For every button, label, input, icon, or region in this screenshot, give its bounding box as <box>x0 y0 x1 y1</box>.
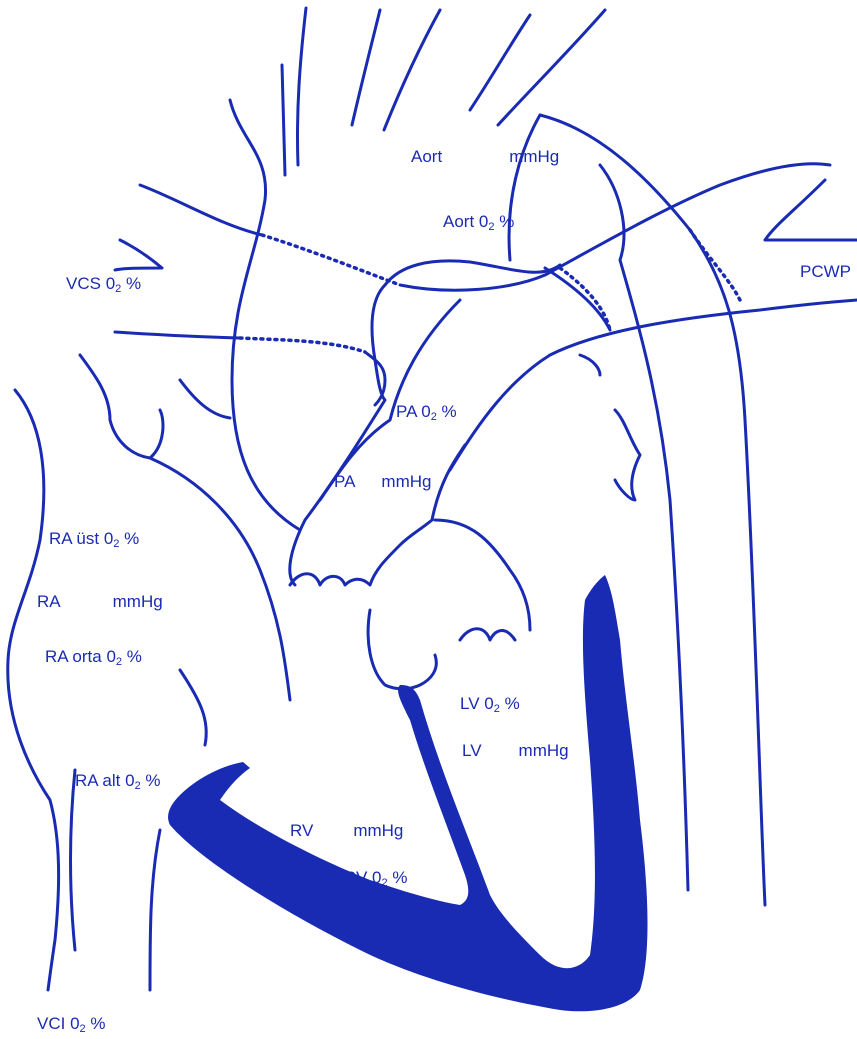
brachiocephalic-artery-outer <box>297 8 306 165</box>
aortic-arch-outer <box>540 115 765 905</box>
descending-aorta-dotted-line <box>545 268 610 330</box>
pulmonary-valve-cusps <box>290 520 432 585</box>
aortic-arch-mid <box>509 115 540 260</box>
ra-inner-wall <box>180 380 230 418</box>
pcwp-wedge <box>765 180 857 240</box>
brachiocephalic-artery <box>282 65 285 175</box>
mitral-cusp <box>460 629 515 640</box>
pa-top-arc <box>385 261 560 285</box>
vcs-line <box>115 332 240 338</box>
ra-alt-saturation-label: RA alt 02 % <box>75 772 161 792</box>
rv-outflow-left <box>368 610 436 689</box>
pulmonary-vein-small <box>115 240 162 270</box>
rv-outflow-right <box>435 520 530 630</box>
ra-ust-saturation-label: RA üst 02 % <box>49 530 139 550</box>
ra-septum <box>150 458 290 700</box>
pulmonary-vein-left <box>140 185 262 235</box>
pcwp-label: PCWP <box>800 263 851 280</box>
left-carotid-artery-outer <box>384 10 440 130</box>
ra-orta-saturation-label: RA orta 02 % <box>45 648 142 668</box>
vcs-saturation-label: VCS 02 % <box>66 275 141 295</box>
left-atrium-line <box>580 355 600 375</box>
pulmonary-vein-dotted <box>262 235 400 285</box>
ra-outer-wall <box>8 390 59 990</box>
pulmonary-artery-right <box>320 300 460 500</box>
vcs-dotted <box>240 338 365 352</box>
left-carotid-artery <box>352 10 380 125</box>
aort-saturation-label: Aort 02 % <box>443 213 514 233</box>
vci-saturation-label: VCI 02 % <box>37 1015 106 1035</box>
tricuspid-line <box>180 670 206 745</box>
rv-saturation-label: RV 02 % <box>344 869 408 889</box>
left-subclavian-artery <box>470 15 530 110</box>
ivc-right <box>70 770 75 950</box>
left-subclavian-artery-outer <box>498 10 605 125</box>
aortic-arch-top <box>230 100 300 530</box>
aortic-dotted-right <box>690 230 740 300</box>
lv-saturation-label: LV 02 % <box>460 695 520 715</box>
pa-valve-small <box>365 352 385 405</box>
ra-appendage <box>80 355 163 458</box>
ivc-left <box>150 830 160 990</box>
ventricular-wall <box>168 575 647 1011</box>
left-atrial-appendage <box>615 410 640 500</box>
pa-saturation-label: PA 02 % <box>396 403 457 423</box>
